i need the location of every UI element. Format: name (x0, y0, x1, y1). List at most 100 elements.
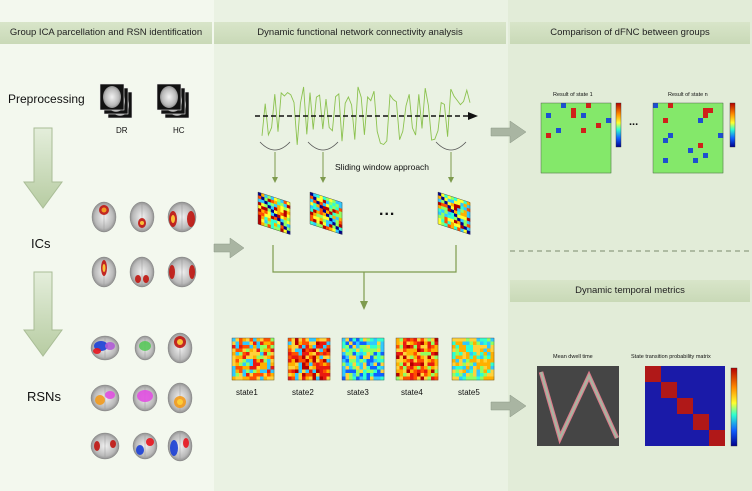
matrix-cell (434, 355, 439, 360)
matrix-cell (256, 366, 261, 370)
matrix-cell (406, 355, 411, 360)
matrix-cell (310, 198, 314, 204)
matrix-cell (359, 359, 364, 363)
matrix-cell (338, 207, 343, 213)
matrix-cell (359, 369, 364, 374)
matrix-cell (576, 128, 582, 134)
matrix-cell (713, 158, 719, 164)
matrix-cell (352, 352, 357, 356)
matrix-cell (249, 345, 254, 349)
matrix-cell (483, 355, 488, 360)
label-ics: ICs (31, 236, 51, 251)
matrix-cell (406, 341, 411, 346)
matrix-cell (399, 345, 404, 349)
matrix-cell (420, 355, 425, 360)
matrix-cell (363, 355, 367, 360)
down-arrow-2 (23, 271, 63, 357)
matrix-cell (249, 355, 254, 360)
matrix-cell (434, 348, 439, 353)
matrix-cell (713, 163, 719, 169)
matrix-cell (673, 128, 679, 134)
matrix-cell (242, 345, 247, 349)
matrix-cell (291, 348, 296, 353)
matrix-cell (309, 373, 313, 377)
matrix-cell (490, 373, 495, 377)
matrix-cell (349, 348, 353, 353)
matrix-cell (345, 348, 350, 353)
matrix-cell (288, 362, 292, 367)
matrix-cell (356, 373, 360, 377)
matrix-cell (596, 133, 602, 139)
matrix-cell (263, 352, 268, 356)
matrix-cell (663, 158, 669, 164)
matrix-cell (713, 113, 719, 119)
matrix-cell (463, 225, 468, 231)
colorbar-staten (729, 102, 736, 148)
matrix-cell (480, 341, 484, 346)
matrix-cell (476, 338, 481, 342)
matrix-cell (316, 376, 320, 381)
matrix-cell (342, 369, 346, 374)
matrix-cell (591, 163, 597, 169)
matrix-cell (377, 338, 381, 342)
matrix-cell (232, 369, 236, 374)
rsn-brain-maps (90, 332, 193, 462)
matrix-cell (658, 163, 664, 169)
matrix-cell (338, 223, 343, 229)
matrix-cell (377, 348, 381, 353)
matrix-cell (476, 359, 481, 363)
matrix-cell (283, 213, 288, 218)
matrix-cell (556, 128, 562, 134)
matrix-cell (239, 376, 243, 381)
matrix-cell (349, 345, 353, 349)
matrix-cell (713, 123, 719, 129)
matrix-cell (576, 133, 582, 139)
right-arrow-signal (490, 120, 527, 144)
matrix-cell (396, 338, 400, 342)
matrix-cell (424, 376, 428, 381)
matrix-cell (476, 366, 481, 370)
matrix-cell (708, 113, 714, 119)
matrix-cell (302, 369, 306, 374)
matrix-cell (242, 366, 247, 370)
matrix-cell (466, 341, 470, 346)
matrix-cell (267, 195, 272, 200)
matrix-cell (342, 345, 346, 349)
matrix-cell (322, 215, 327, 220)
matrix-cell (591, 133, 597, 139)
matrix-cell (264, 197, 268, 202)
matrix-cell (413, 338, 418, 342)
matrix-cell (239, 366, 243, 370)
matrix-cell (454, 222, 458, 228)
matrix-cell (703, 128, 709, 134)
transition-diagonal-cell (677, 398, 693, 414)
matrix-cell (370, 362, 374, 367)
matrix-cell (256, 352, 261, 356)
matrix-cell (466, 223, 471, 229)
result-matrix-state1 (540, 102, 612, 174)
matrix-cell (270, 345, 275, 349)
activation-blob (135, 275, 141, 283)
matrix-cell (561, 108, 567, 114)
matrix-cell (270, 196, 275, 201)
matrix-cell (466, 226, 471, 232)
matrix-cell (581, 113, 587, 119)
matrix-cell (476, 369, 481, 374)
matrix-cell (291, 373, 296, 377)
matrix-cell (447, 207, 452, 213)
matrix-cell (319, 362, 324, 367)
matrix-cell (380, 348, 385, 353)
matrix-cell (444, 200, 448, 206)
matrix-cell (551, 133, 557, 139)
matrix-cell (291, 345, 296, 349)
matrix-cell (596, 143, 602, 149)
matrix-cell (332, 208, 336, 214)
matrix-cell (295, 362, 299, 367)
colorbar-transition (730, 367, 738, 447)
matrix-cell (312, 362, 317, 367)
matrix-cell (490, 376, 495, 381)
matrix-cell (678, 108, 684, 114)
matrix-cell (460, 224, 464, 230)
matrix-cell (345, 362, 350, 367)
matrix-cell (319, 369, 324, 374)
